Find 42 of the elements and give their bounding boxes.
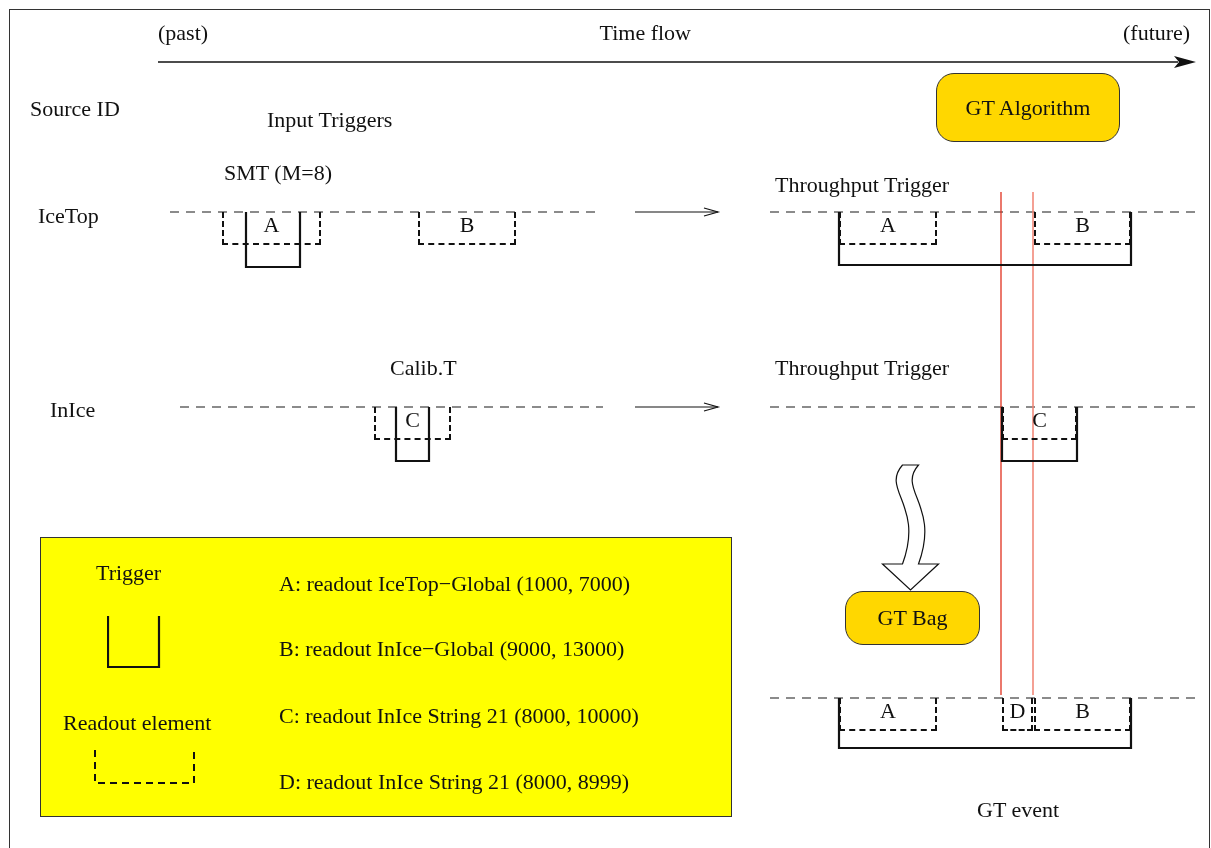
readout-window <box>1034 212 1131 245</box>
caption-label: GT event <box>977 797 1060 823</box>
axis-label: (future) <box>1123 20 1191 46</box>
rounded-box <box>936 73 1120 142</box>
trigger-name: Calib.T <box>390 355 457 381</box>
axis-label: Time flow <box>599 20 691 46</box>
readout-window <box>1002 698 1033 731</box>
section-label: Throughput Trigger <box>775 172 950 198</box>
readout-window <box>1034 698 1131 731</box>
key-text: A: readout IceTop−Global (1000, 7000) <box>279 571 631 597</box>
key-text: B: readout InIce−Global (9000, 13000) <box>279 636 625 662</box>
axis-label: (past) <box>158 20 209 46</box>
window-letter: A <box>263 213 280 237</box>
section-label: Throughput Trigger <box>775 355 950 381</box>
window-letter: A <box>880 213 896 237</box>
legend-label: Readout element <box>63 710 212 736</box>
readout-window <box>839 212 937 245</box>
window-letter: A <box>880 699 896 723</box>
window-letter: B <box>1075 699 1090 723</box>
window-letter: C <box>405 408 420 432</box>
row-label: InIce <box>50 397 96 423</box>
rounded-box <box>845 591 980 645</box>
key-panel <box>40 537 732 817</box>
window-letter: B <box>459 213 475 237</box>
wavy-block-arrow <box>881 464 940 591</box>
readout-window <box>839 698 937 731</box>
window-letter: B <box>1075 213 1090 237</box>
readout-window <box>222 212 321 245</box>
column-heading: Input Triggers <box>267 107 393 133</box>
row-label: IceTop <box>38 203 99 229</box>
key-text: D: readout InIce String 21 (8000, 8999) <box>279 769 630 795</box>
readout-window <box>1002 407 1077 440</box>
box-label: GT Bag <box>877 605 948 631</box>
column-heading: Source ID <box>30 96 120 122</box>
box-label: GT Algorithm <box>965 94 1091 121</box>
key-text: C: readout InIce String 21 (8000, 10000) <box>279 703 639 729</box>
window-letter: D <box>1009 699 1026 723</box>
legend-label: Trigger <box>96 560 162 586</box>
readout-window <box>418 212 516 245</box>
window-letter: C <box>1032 408 1047 432</box>
trigger-name: SMT (M=8) <box>224 160 332 186</box>
readout-window <box>374 407 451 440</box>
